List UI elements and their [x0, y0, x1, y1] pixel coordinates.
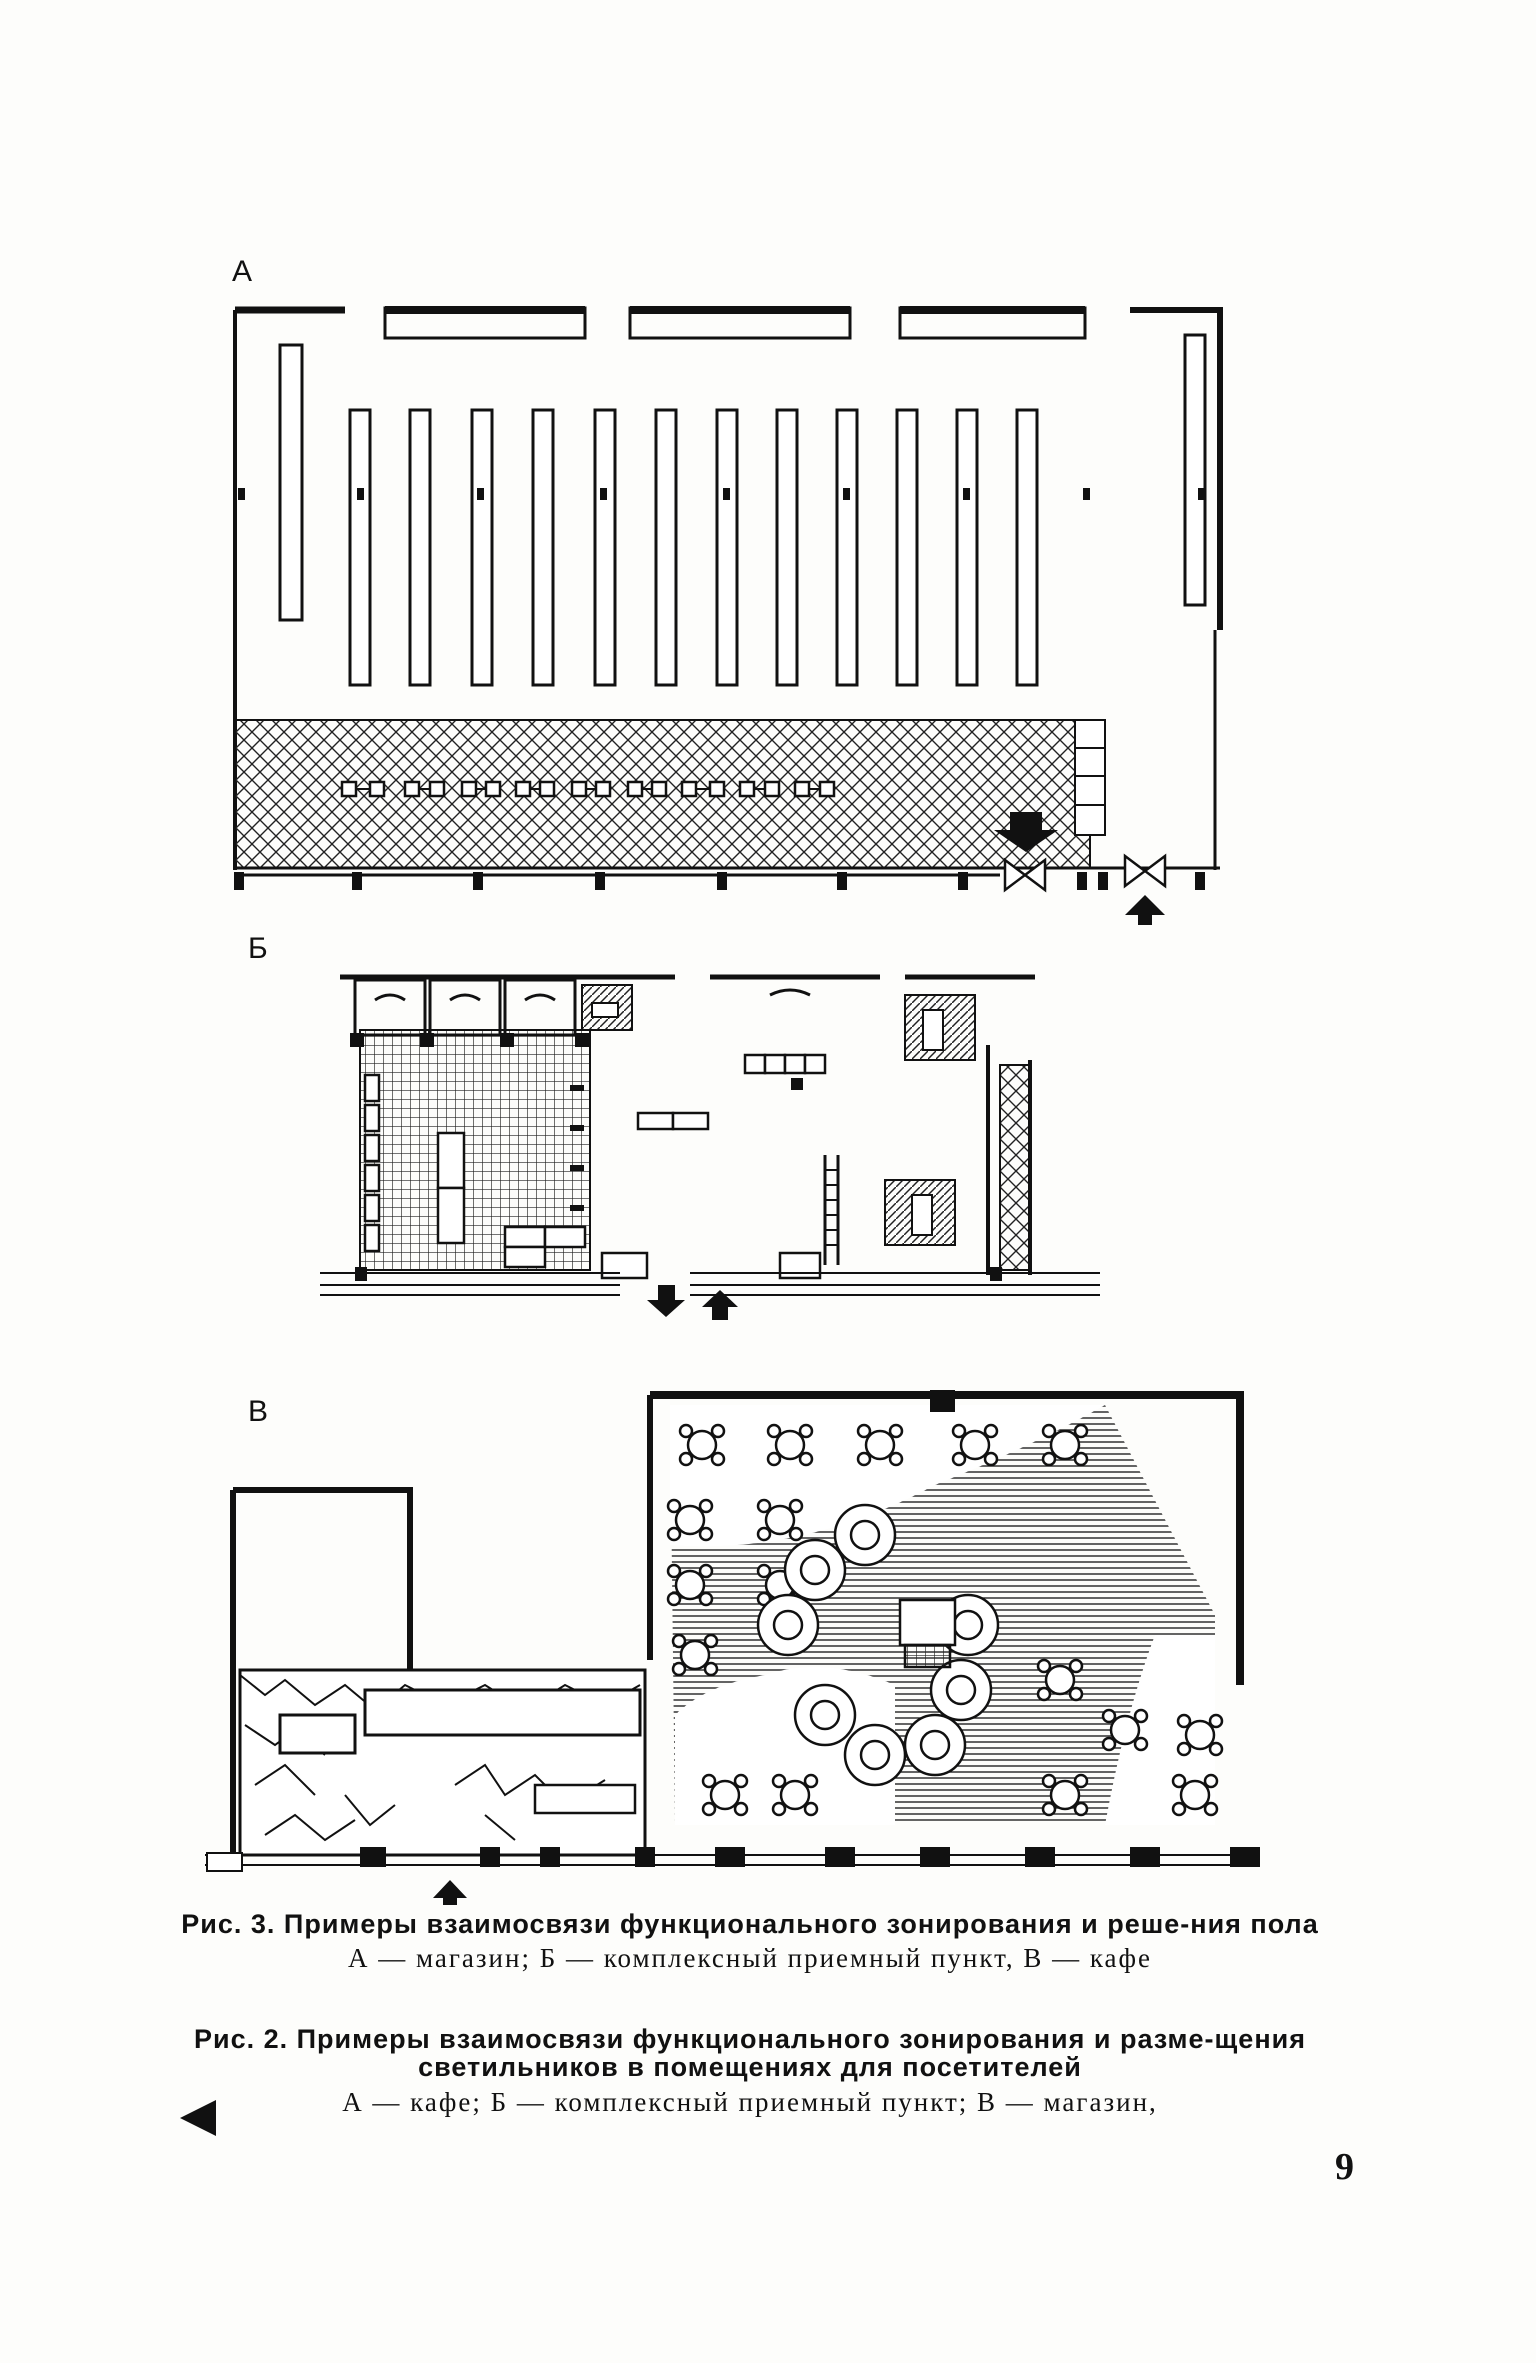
- plan-a-label: А: [232, 255, 253, 288]
- page-number: 9: [1335, 2146, 1354, 2188]
- back-arrow-icon: [180, 2100, 216, 2136]
- figure-3-caption: Рис. 3. Примеры взаимосвязи функциональн…: [180, 1910, 1320, 1973]
- figure-2-legend: А — кафе; Б — комплексный приемный пункт…: [342, 2086, 1158, 2117]
- plan-b-label: Б: [248, 932, 268, 965]
- figure-3-legend: А — магазин; Б — комплексный приемный пу…: [347, 1943, 1153, 1974]
- exit-arrow-icon: [647, 1285, 685, 1317]
- plan-v-cafe: [205, 1390, 1260, 1905]
- plan-a-shop: [233, 306, 1223, 925]
- figure-2-caption: Рис. 2. Примеры взаимосвязи функциональн…: [180, 2025, 1320, 2116]
- plan-b-service-point: [320, 974, 1100, 1320]
- entrance-arrow-icon: [702, 1290, 738, 1320]
- entrance-arrow-icon: [433, 1880, 467, 1905]
- exit-arrow-icon: [994, 812, 1058, 852]
- plan-v-label: В: [248, 1395, 269, 1428]
- entrance-arrow-icon: [1125, 895, 1165, 925]
- figure-2-title: Рис. 2. Примеры взаимосвязи функциональн…: [194, 2024, 1306, 2083]
- figure-3-title: Рис. 3. Примеры взаимосвязи функциональн…: [181, 1909, 1319, 1939]
